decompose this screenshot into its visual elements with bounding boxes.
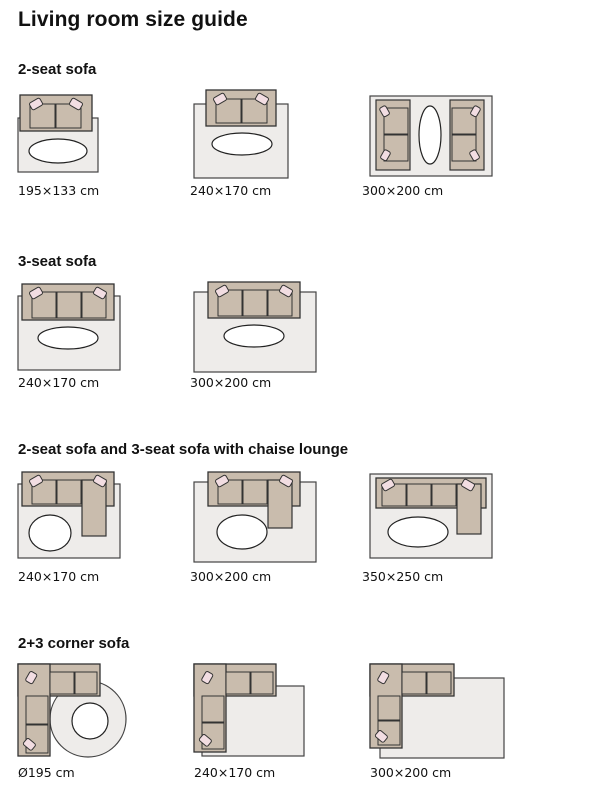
size-label: 350×250 cm [362, 569, 444, 584]
page-title: Living room size guide [18, 8, 248, 31]
size-label: 195×133 cm [18, 183, 100, 198]
size-label: Ø195 cm [18, 765, 75, 780]
layout-3seat-240x170 [17, 283, 121, 371]
section-heading-chaise: 2-seat sofa and 3-seat sofa with chaise … [18, 441, 349, 458]
layout-corner-300x200 [369, 663, 505, 759]
section-heading-3-seat: 3-seat sofa [18, 253, 97, 270]
section-heading-corner: 2+3 corner sofa [18, 635, 130, 652]
size-label: 240×170 cm [194, 765, 276, 780]
layout-chaise-300x200 [193, 471, 317, 563]
layout-chaise-240x170 [17, 471, 121, 559]
size-label: 300×200 cm [362, 183, 444, 198]
layout-chaise-350x250 [369, 473, 493, 559]
size-label: 240×170 cm [190, 183, 272, 198]
size-label: 240×170 cm [18, 569, 100, 584]
layout-2seat-300x200 [369, 95, 493, 177]
size-label: 240×170 cm [18, 375, 100, 390]
layout-corner-240x170 [193, 663, 305, 757]
section-heading-2-seat: 2-seat sofa [18, 61, 97, 78]
size-label: 300×200 cm [190, 569, 272, 584]
size-label: 300×200 cm [370, 765, 452, 780]
layout-2seat-240x170 [193, 89, 289, 179]
size-label: 300×200 cm [190, 375, 272, 390]
layout-3seat-300x200 [193, 281, 317, 373]
layout-2seat-195x133 [17, 94, 99, 173]
layout-corner-round-195 [17, 663, 127, 758]
